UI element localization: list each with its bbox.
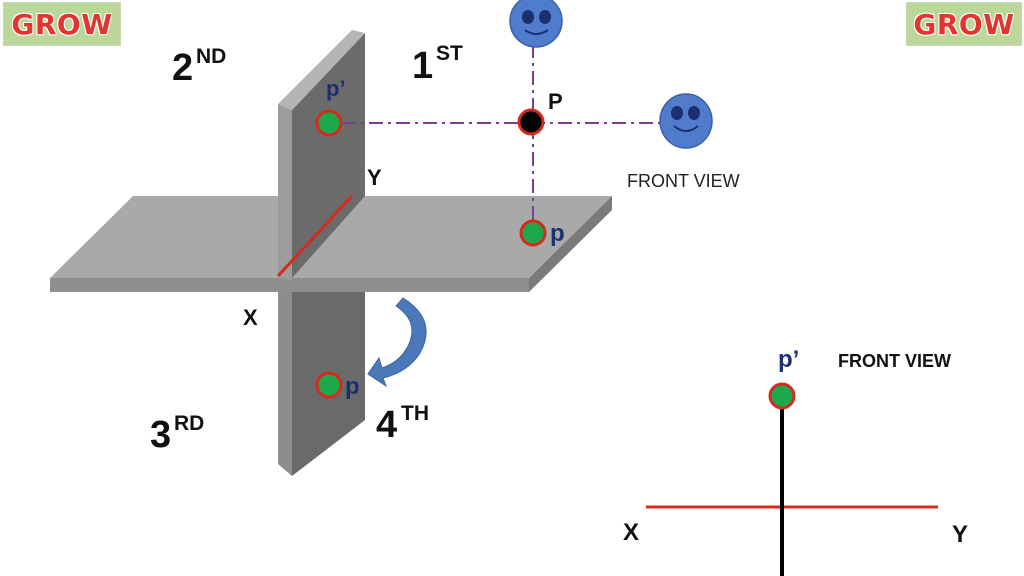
point-p-rotated bbox=[315, 371, 343, 399]
svg-text:2: 2 bbox=[172, 47, 193, 89]
svg-text:ND: ND bbox=[196, 45, 226, 68]
point-P-object bbox=[517, 108, 545, 136]
grow-logo-right: GROW bbox=[906, 2, 1022, 46]
ortho-label-Y: Y bbox=[952, 521, 968, 548]
label-p-hp: p bbox=[550, 220, 565, 247]
svg-text:TH: TH bbox=[401, 402, 429, 425]
point-p-hp bbox=[519, 219, 547, 247]
horizontal-plane-top bbox=[50, 196, 612, 278]
label-p-prime: p’ bbox=[326, 76, 346, 101]
horizontal-plane-side-edge bbox=[529, 196, 612, 292]
label-X-3d: X bbox=[243, 305, 258, 330]
observer-face-right-icon bbox=[659, 93, 713, 149]
vertical-plane-top-edge bbox=[278, 30, 365, 110]
ortho-label-X: X bbox=[623, 519, 639, 546]
vertical-plane-lower-front bbox=[278, 280, 292, 476]
svg-text:4: 4 bbox=[376, 404, 397, 446]
point-p-prime-vp bbox=[315, 109, 343, 137]
quadrant-label-first: 1 ST bbox=[412, 42, 463, 87]
horizontal-plane-front-edge bbox=[50, 278, 529, 292]
grow-logo-left: GROW bbox=[3, 2, 121, 46]
front-view-caption-top: FRONT VIEW bbox=[627, 171, 740, 191]
xy-reference-line-3d bbox=[276, 194, 354, 278]
svg-text:RD: RD bbox=[174, 412, 204, 435]
svg-text:1: 1 bbox=[412, 45, 433, 87]
vertical-plane-upper-side bbox=[278, 104, 292, 280]
svg-text:3: 3 bbox=[150, 414, 171, 456]
front-view-caption-bottom: FRONT VIEW bbox=[838, 351, 951, 371]
label-p-rotated: p bbox=[345, 373, 360, 400]
ortho-point-p-prime bbox=[768, 382, 796, 410]
quadrant-label-third: 3 RD bbox=[150, 412, 204, 456]
quadrant-label-fourth: 4 TH bbox=[376, 402, 429, 446]
svg-text:ST: ST bbox=[436, 42, 463, 65]
observer-face-top-icon bbox=[509, 0, 563, 48]
ortho-label-p-prime: p’ bbox=[778, 346, 799, 373]
rotation-arrow-icon bbox=[367, 297, 427, 388]
quadrant-label-second: 2 ND bbox=[172, 45, 226, 89]
label-Y-3d: Y bbox=[367, 165, 382, 190]
label-P: P bbox=[548, 89, 563, 114]
vertical-plane-upper-face bbox=[292, 33, 365, 278]
